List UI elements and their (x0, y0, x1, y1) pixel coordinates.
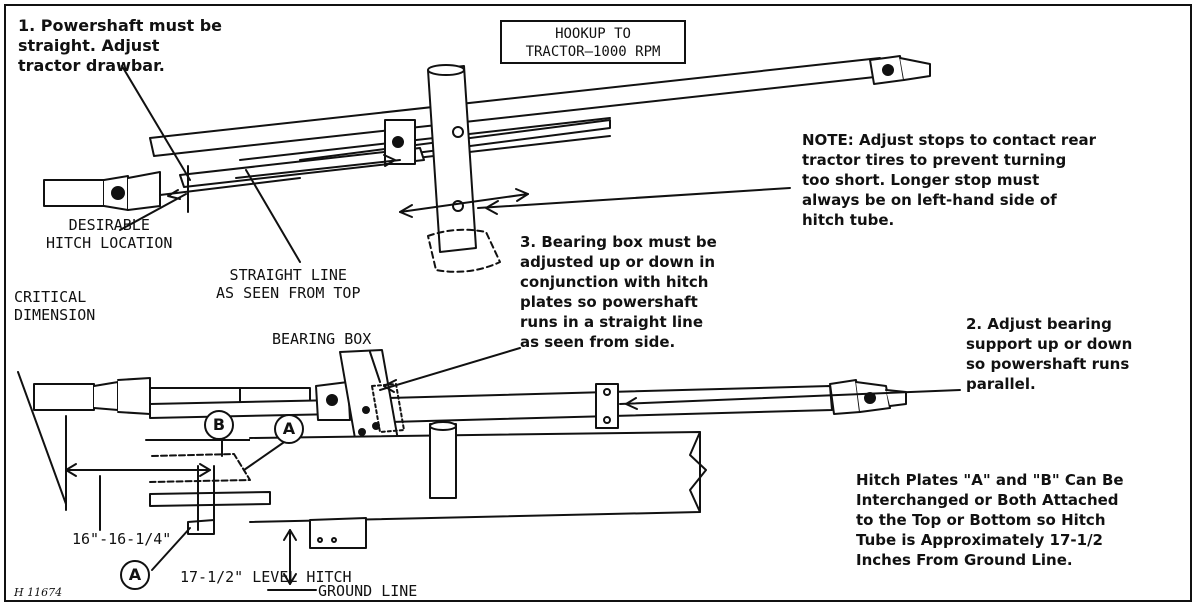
note-adjust-stops: NOTE: Adjust stops to contact rear tract… (802, 131, 1097, 229)
note-bearing-support: 2. Adjust bearing support up or down so … (966, 315, 1133, 393)
note-hitch-plates: Hitch Plates "A" and "B" Can Be Intercha… (856, 471, 1124, 569)
top-view-powershaft (43, 55, 931, 273)
callout-a-lower: A (120, 560, 150, 590)
title-line2: TRACTOR—1000 RPM (525, 44, 661, 60)
title-line1: HOOKUP TO (555, 26, 631, 42)
leader-note3 (379, 347, 521, 391)
leader-desirable (119, 193, 187, 231)
leader-a-upper (243, 437, 291, 471)
label-bearing-box: BEARING BOX (272, 330, 372, 348)
diagram-title-box: HOOKUP TO TRACTOR—1000 RPM (500, 20, 686, 64)
figure-id: H 11674 (14, 586, 63, 599)
callout-a-upper: A (274, 414, 304, 444)
label-desirable-hitch: DESIRABLE HITCH LOCATION (46, 216, 173, 252)
leader-stops (477, 187, 791, 209)
leader-straight-line (245, 169, 301, 263)
label-dimension-16: 16"-16-1/4" (72, 530, 172, 548)
side-view-powershaft (33, 349, 907, 591)
note-powershaft-straight: 1. Powershaft must be straight. Adjust t… (18, 16, 223, 75)
leader-note2 (619, 389, 961, 405)
callout-b: B (204, 410, 234, 440)
label-ground-line: GROUND LINE (318, 582, 418, 600)
note-bearing-box: 3. Bearing box must be adjusted up or do… (520, 233, 717, 351)
leader-bearing-box (369, 351, 381, 383)
label-level-hitch: 17-1/2" LEVEL HITCH (180, 568, 352, 586)
label-critical-dimension: CRITICAL DIMENSION (14, 288, 96, 324)
leader-a-lower (151, 527, 191, 571)
leader-critical (17, 371, 67, 505)
leader-note1 (121, 65, 191, 181)
label-straight-line: STRAIGHT LINE AS SEEN FROM TOP (216, 266, 361, 302)
